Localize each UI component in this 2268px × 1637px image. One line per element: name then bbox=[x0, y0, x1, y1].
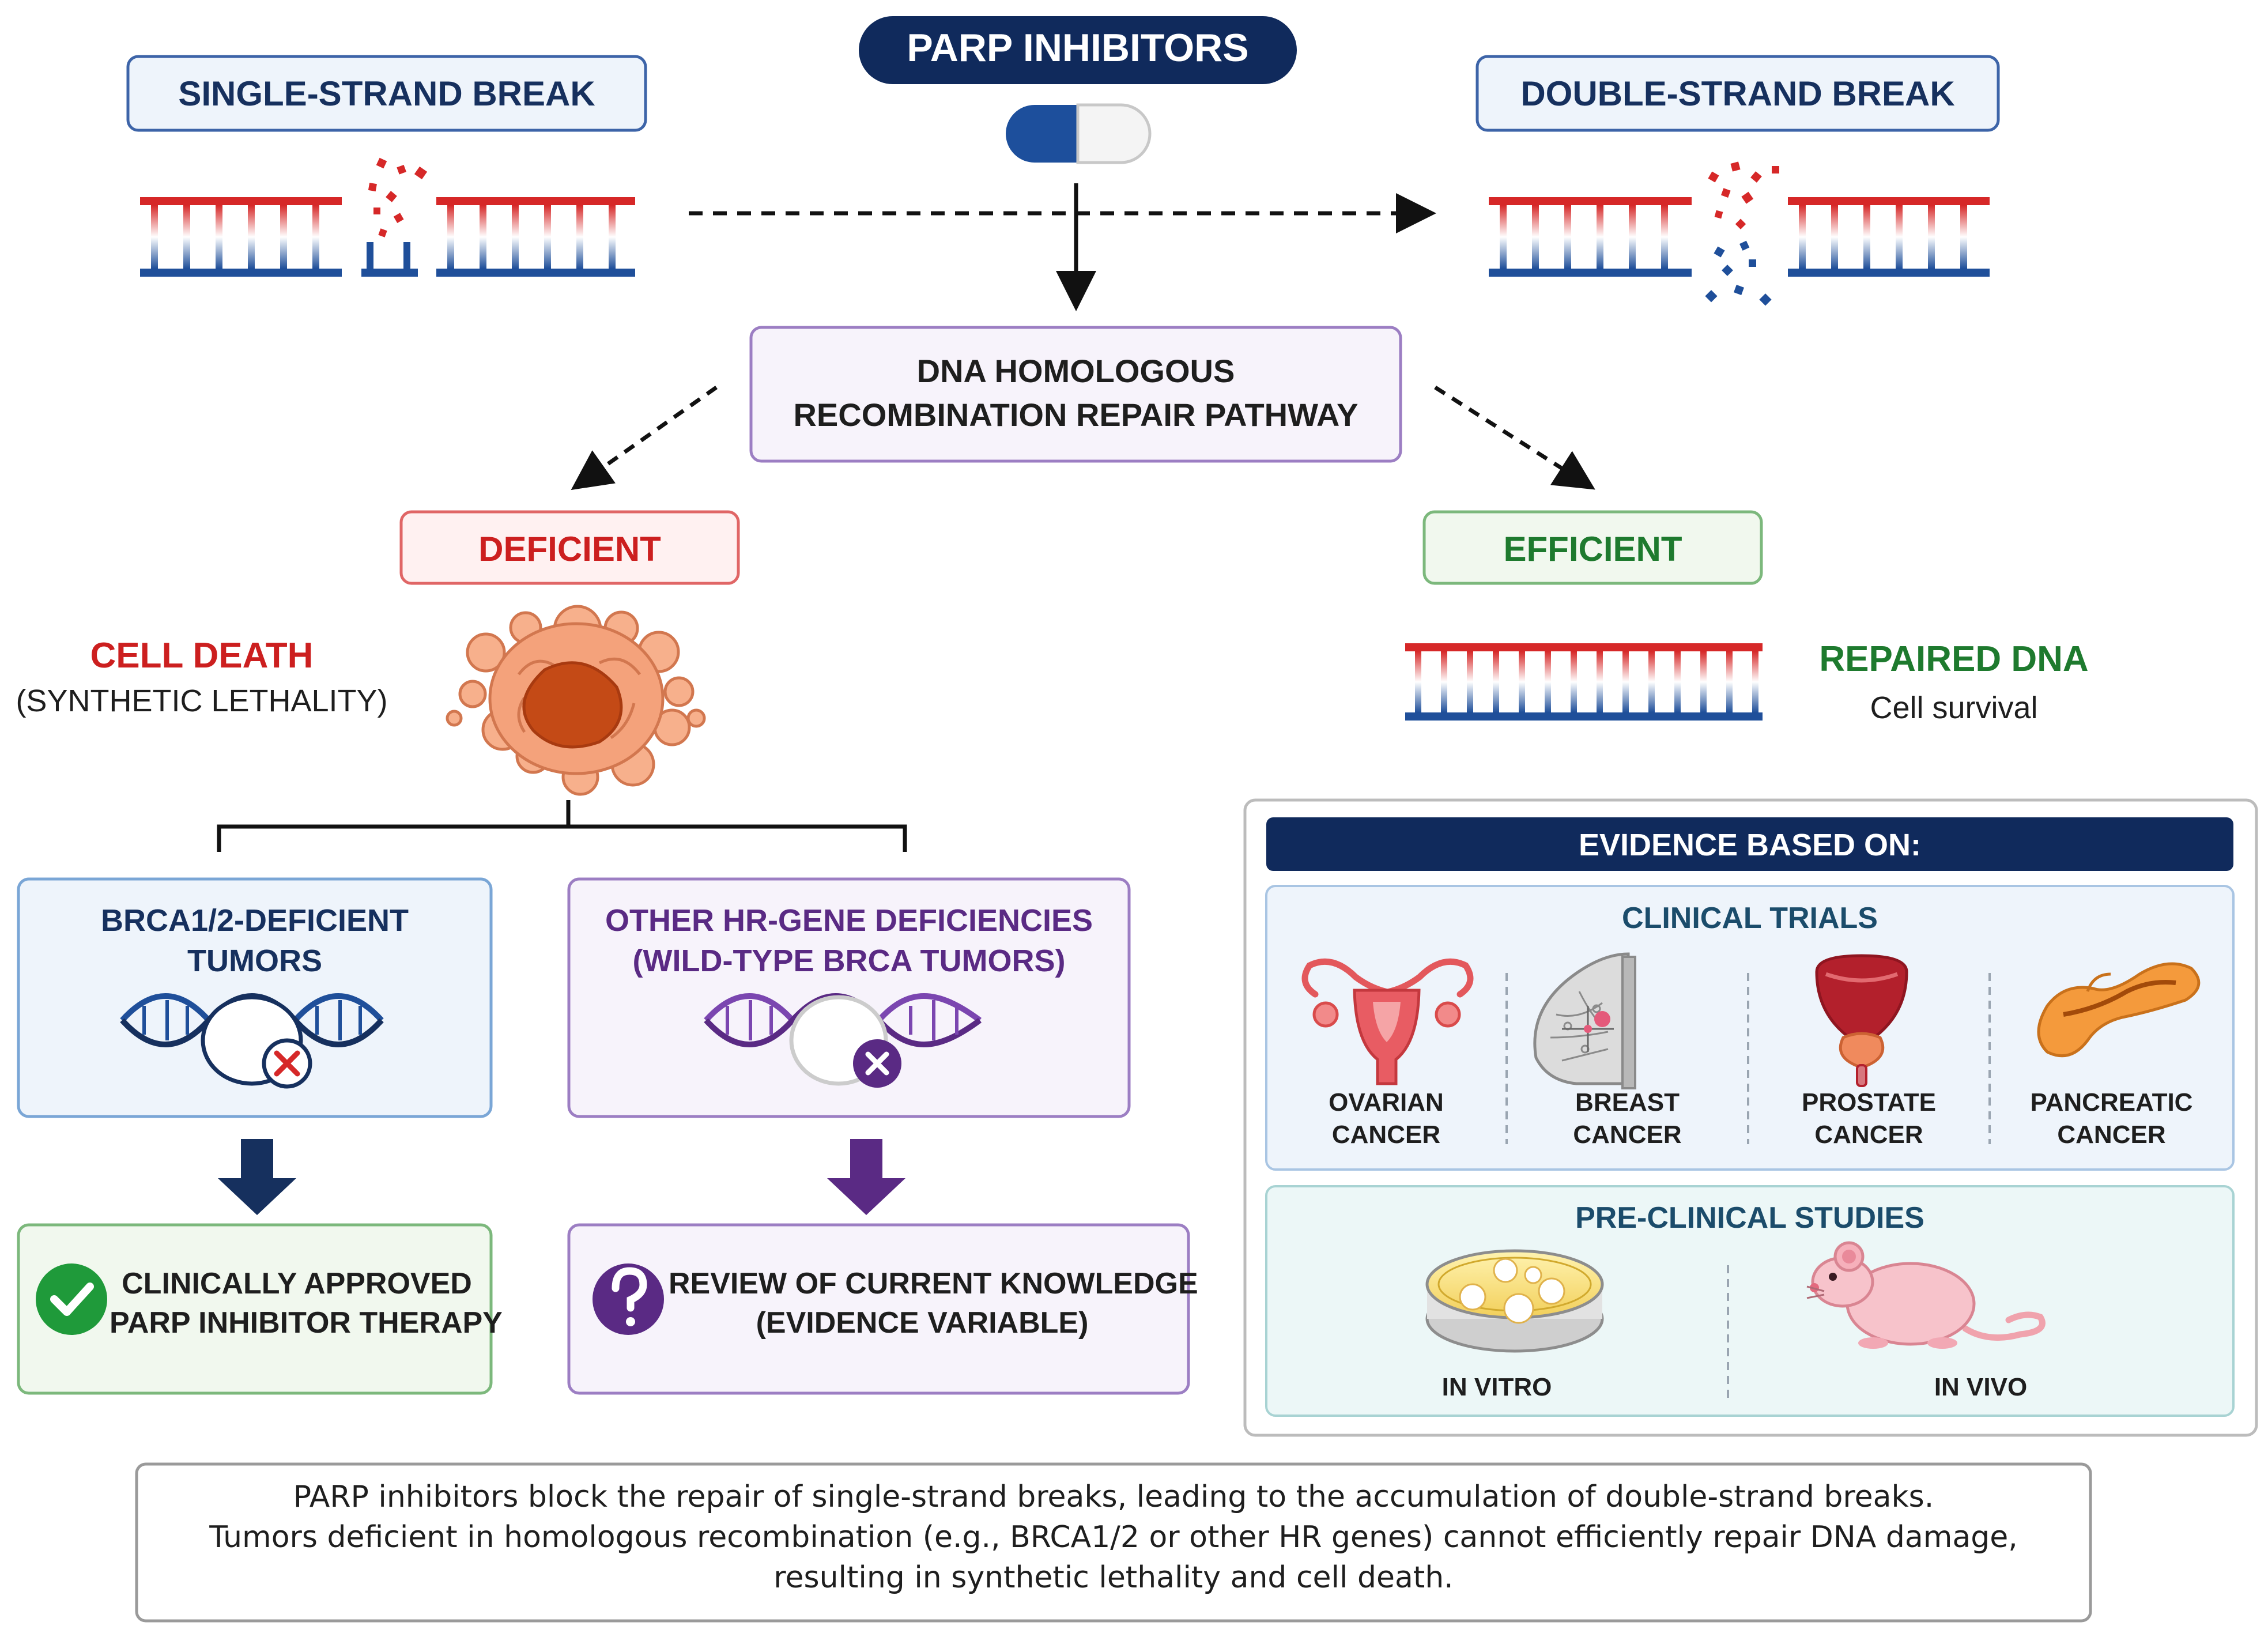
clinical-item-label: BREAST bbox=[1575, 1088, 1680, 1117]
cell-death-subtitle: (SYNTHETIC LETHALITY) bbox=[16, 684, 388, 718]
petri-dish-icon bbox=[1425, 1249, 1604, 1353]
clinical-item-label: CANCER bbox=[1331, 1121, 1441, 1149]
uterus-ovaries-icon bbox=[1301, 958, 1474, 1085]
arrow-down-brca bbox=[218, 1139, 296, 1215]
deficient-label: DEFICIENT bbox=[478, 530, 661, 568]
efficient-label: EFFICIENT bbox=[1503, 530, 1682, 568]
double-strand-label: DOUBLE-STRAND BREAK bbox=[1520, 74, 1955, 113]
repaired-dna-icon bbox=[1405, 643, 1763, 721]
clinical-item-label: OVARIAN bbox=[1329, 1088, 1444, 1117]
preclinical-title: PRE-CLINICAL STUDIES bbox=[1575, 1201, 1924, 1235]
clinical-item-label: PROSTATE bbox=[1801, 1088, 1937, 1117]
footer-line-3: resulting in synthetic lethality and cel… bbox=[773, 1560, 1454, 1595]
review-line-2: (EVIDENCE VARIABLE) bbox=[756, 1306, 1089, 1340]
clinical-item-label: CANCER bbox=[2057, 1121, 2166, 1149]
single-strand-dna-icon bbox=[140, 157, 635, 277]
pathway-line-1: DNA HOMOLOGOUS bbox=[916, 353, 1235, 389]
prostate-icon bbox=[1815, 954, 1908, 1087]
approved-line-1: CLINICALLY APPROVED bbox=[122, 1267, 472, 1300]
clinical-item-label: CANCER bbox=[1573, 1121, 1682, 1149]
footer-box bbox=[135, 1462, 2092, 1623]
preclinical-item-label: IN VIVO bbox=[1934, 1373, 2028, 1401]
review-line-1: REVIEW OF CURRENT KNOWLEDGE bbox=[669, 1267, 1198, 1300]
branch-bracket bbox=[217, 800, 907, 852]
pancreas-icon bbox=[2037, 962, 2201, 1058]
clinical-trials-title: CLINICAL TRIALS bbox=[1622, 902, 1878, 935]
preclinical-item-label: IN VITRO bbox=[1441, 1373, 1552, 1401]
clinical-trials-box bbox=[1265, 885, 2235, 1171]
pill-icon bbox=[1006, 103, 1152, 164]
efficient-box bbox=[1422, 510, 1763, 585]
review-box bbox=[567, 1223, 1190, 1395]
arrow-to-deficient bbox=[571, 386, 718, 491]
brca-box-line-2: TUMORS bbox=[187, 944, 322, 978]
approved-line-2: PARP INHIBITOR THERAPY bbox=[110, 1306, 503, 1340]
arrow-to-efficient bbox=[1434, 386, 1595, 490]
double-strand-dna-icon bbox=[1489, 161, 1990, 306]
checkmark-icon bbox=[36, 1263, 107, 1335]
approved-box bbox=[17, 1223, 493, 1395]
single-strand-header bbox=[126, 55, 647, 132]
deficient-box bbox=[399, 510, 740, 585]
evidence-title: EVIDENCE BASED ON: bbox=[1578, 828, 1922, 862]
repaired-dna-title: REPAIRED DNA bbox=[1819, 639, 2089, 679]
pathway-box bbox=[749, 326, 1402, 463]
red-x-icon bbox=[262, 1038, 312, 1089]
clinical-item-label: CANCER bbox=[1814, 1121, 1923, 1149]
parp-title-pill bbox=[859, 16, 1297, 84]
arrow-down-hr bbox=[827, 1139, 905, 1215]
breast-icon bbox=[1533, 952, 1636, 1089]
hr-box-line-2: (WILD-TYPE BRCA TUMORS) bbox=[632, 944, 1066, 978]
single-strand-label: SINGLE-STRAND BREAK bbox=[178, 74, 595, 113]
repaired-dna-subtitle: Cell survival bbox=[1870, 691, 2038, 725]
pathway-line-2: RECOMBINATION REPAIR PATHWAY bbox=[793, 397, 1358, 433]
question-icon bbox=[593, 1263, 664, 1335]
brca-box-line-1: BRCA1/2-DEFICIENT bbox=[100, 903, 409, 938]
hr-box-line-1: OTHER HR-GENE DEFICIENCIES bbox=[605, 903, 1093, 938]
dying-cell-icon bbox=[446, 605, 706, 796]
clinical-item-label: PANCREATIC bbox=[2030, 1088, 2193, 1117]
purple-x-icon bbox=[853, 1039, 901, 1088]
preclinical-box bbox=[1265, 1185, 2235, 1417]
clinical-dividers bbox=[1505, 973, 1991, 1398]
footer-line-2: Tumors deficient in homologous recombina… bbox=[209, 1520, 2018, 1555]
mouse-icon bbox=[1806, 1241, 2046, 1349]
evidence-title-bar bbox=[1266, 817, 2233, 871]
parp-title: PARP INHIBITORS bbox=[907, 26, 1249, 70]
double-strand-header bbox=[1475, 55, 2000, 132]
cell-death-title: CELL DEATH bbox=[90, 636, 314, 676]
footer-line-1: PARP inhibitors block the repair of sing… bbox=[293, 1480, 1934, 1514]
